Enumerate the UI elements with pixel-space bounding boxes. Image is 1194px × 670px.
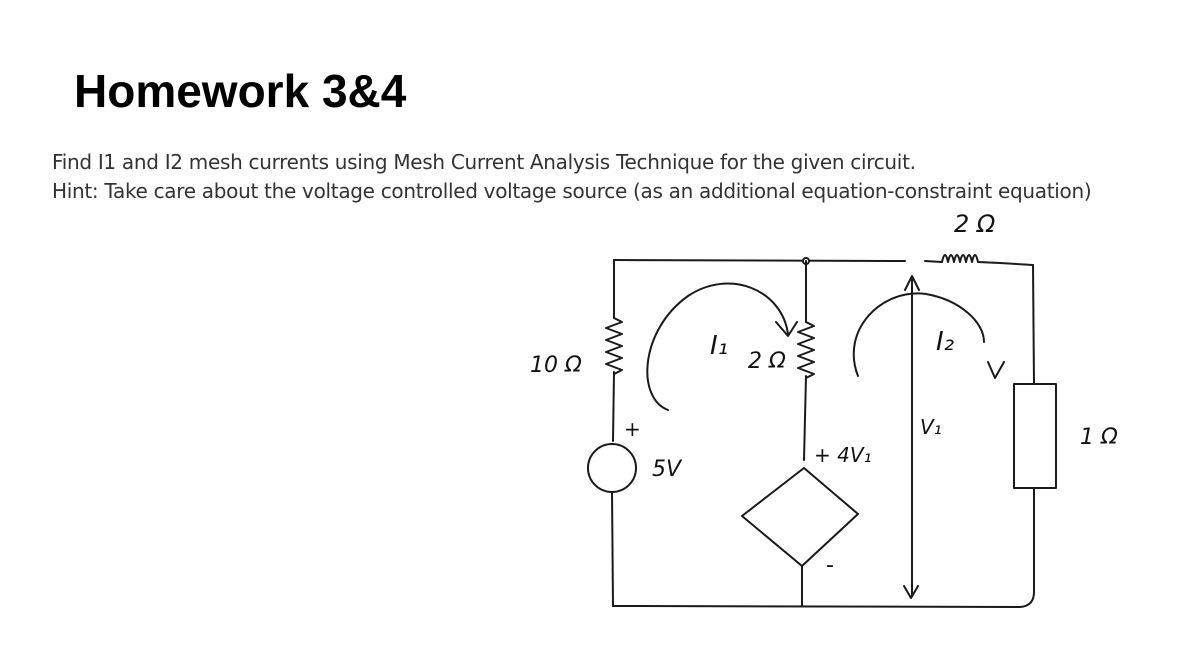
label-mesh-1: I₁ <box>710 331 728 361</box>
top-wire-right <box>999 262 1034 266</box>
mesh-1-arrowhead <box>775 321 798 337</box>
voltage-source-5v <box>587 443 637 493</box>
mesh-2-arrowhead <box>987 361 1005 379</box>
resistor-10-ohm <box>605 317 623 375</box>
label-dep-source: + 4V₁ <box>814 443 872 467</box>
left-wire-lower <box>611 491 614 607</box>
problem-statement: Find I1 and I2 mesh currents using Mesh … <box>52 150 916 174</box>
mesh-2-arrow <box>852 292 985 377</box>
label-dep-minus: - <box>826 553 834 578</box>
left-wire-mid <box>612 371 615 442</box>
middle-wire-mid <box>803 375 807 461</box>
page-title: Homework 3&4 <box>74 65 407 117</box>
label-r-right: 1 Ω <box>1080 425 1118 450</box>
label-source-plus: + <box>624 417 641 441</box>
resistor-1-ohm <box>1013 383 1057 489</box>
hint-text: Hint: Take care about the voltage contro… <box>52 179 1092 203</box>
right-wire-upper <box>1032 264 1035 385</box>
right-wire-lower <box>1019 487 1035 608</box>
resistor-2-ohm-top <box>924 254 1001 264</box>
label-voltage-v1: V₁ <box>920 415 942 439</box>
label-r-left: 10 Ω <box>530 353 582 378</box>
top-wire <box>613 259 906 262</box>
circuit-svg: 10 Ω + 5V I₁ 2 Ω + 4V₁ - 2 Ω I₂ V₁ 1 Ω <box>530 210 1118 608</box>
v1-arrowhead-top <box>904 275 920 291</box>
label-r-top: 2 Ω <box>954 210 996 238</box>
label-source-voltage: 5V <box>652 457 683 482</box>
label-mesh-2: I₂ <box>936 327 954 357</box>
mesh-1-arrow <box>646 282 789 411</box>
v1-arrowhead-bottom <box>903 585 919 599</box>
bottom-wire <box>612 605 1021 608</box>
resistor-2-ohm-middle <box>797 321 815 379</box>
label-r-middle: 2 Ω <box>748 349 786 374</box>
circuit-diagram: 10 Ω + 5V I₁ 2 Ω + 4V₁ - 2 Ω I₂ V₁ 1 Ω <box>480 200 1194 618</box>
dependent-voltage-source <box>741 467 859 567</box>
